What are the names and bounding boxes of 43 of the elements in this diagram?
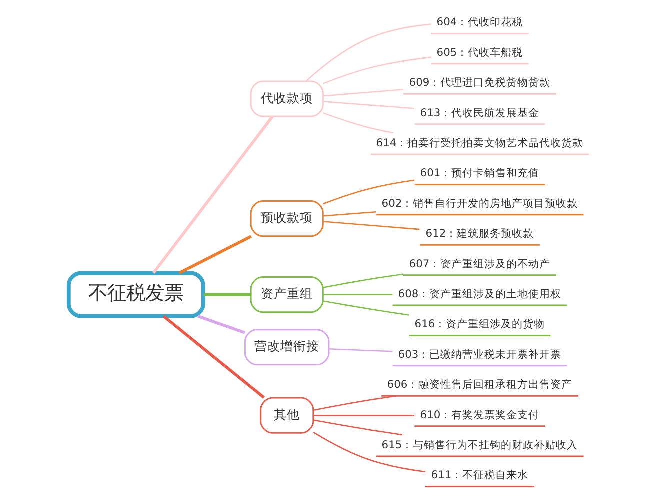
node-text: 604：代收印花税 bbox=[436, 16, 524, 29]
node-text: 605：代收车船税 bbox=[436, 46, 524, 59]
connector bbox=[313, 414, 414, 416]
node-text: 602：销售自行开发的房地产项目预收款 bbox=[382, 196, 578, 210]
node-text: 614：拍卖行受托拍卖文物艺术品代收货款 bbox=[376, 136, 584, 150]
node-box: 代收款项 bbox=[250, 80, 324, 118]
node-text: 611：不征税自来水 bbox=[431, 468, 529, 482]
node-box: 预收款项 bbox=[250, 200, 324, 238]
node-text: 610：有奖发票奖金支付 bbox=[420, 408, 540, 422]
node-text: 612：建筑服务预收款 bbox=[426, 227, 534, 240]
connector bbox=[162, 315, 266, 399]
connector bbox=[323, 180, 415, 205]
connector bbox=[204, 293, 251, 296]
connector bbox=[152, 116, 274, 274]
node-text: 615：与销售行为不挂钩的财政补贴收入 bbox=[382, 438, 578, 452]
node-text: 607：资产重组涉及的不动产 bbox=[409, 257, 551, 270]
connector bbox=[178, 235, 252, 275]
connector bbox=[323, 112, 394, 134]
node-text: 608：资产重组涉及的土地使用权 bbox=[398, 288, 562, 301]
connector bbox=[324, 294, 393, 296]
node-box: 不征税发票 bbox=[66, 271, 206, 318]
connector bbox=[329, 348, 393, 352]
connector bbox=[306, 24, 432, 82]
node-text: 616：资产重组涉及的货物 bbox=[414, 318, 546, 331]
connector bbox=[324, 211, 376, 217]
connector bbox=[323, 56, 432, 84]
node-box: 营改增衔接 bbox=[244, 329, 330, 366]
node-text: 609：代理进口免税货物货款 bbox=[409, 76, 551, 90]
node-text: 613：代收民航发展基金 bbox=[420, 106, 540, 120]
connector bbox=[314, 396, 396, 412]
node-text: 606：融资性售后回租承租方出售资产 bbox=[387, 378, 573, 392]
connector bbox=[313, 420, 403, 436]
node-box: 其他 bbox=[260, 397, 314, 434]
node-text: 603：已缴纳营业税未开票补开票 bbox=[398, 348, 562, 361]
connector bbox=[324, 88, 404, 97]
connector bbox=[313, 432, 426, 473]
connector bbox=[323, 300, 410, 316]
connector bbox=[198, 314, 246, 334]
connector bbox=[324, 101, 414, 110]
node-text: 601：预付卡销售和充值 bbox=[420, 166, 540, 180]
connector bbox=[323, 274, 404, 288]
node-box: 资产重组 bbox=[250, 276, 324, 314]
connector bbox=[324, 221, 420, 230]
